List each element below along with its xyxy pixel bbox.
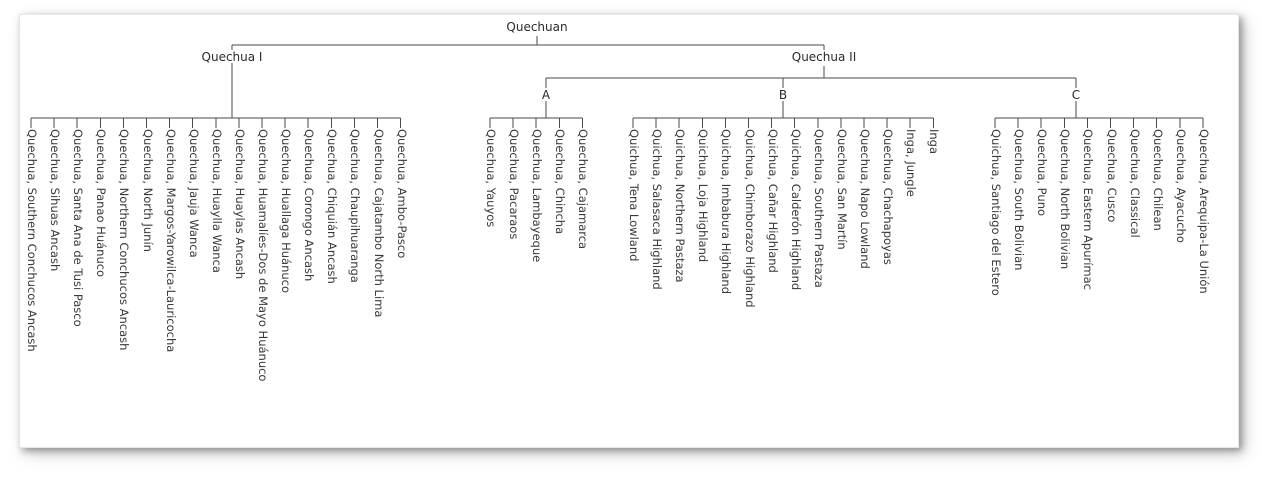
internal-node-label: Quechuan <box>506 20 568 34</box>
leaf-label: Quechua, Huaylas Ancash <box>232 129 247 280</box>
leaf-label: Quechua, Margos-Yarowilca-Lauricocha <box>163 129 178 353</box>
leaf-label: Quechua, Cajatambo North Lima <box>371 129 386 318</box>
leaf-label: Quechua, Panao Huánuco <box>94 129 109 278</box>
figure-panel <box>19 14 1239 448</box>
leaf-label: Quichua, Loja Highland <box>696 129 711 263</box>
leaf-label: Quechua, Huallaga Huánuco <box>278 129 293 294</box>
leaf-label: Quechua, Santa Ana de Tusi Pasco <box>70 129 85 327</box>
leaf-label: Quichua, Salasaca Highland <box>649 129 664 290</box>
leaf-label: Quichua, Chimborazo Highland <box>742 129 757 308</box>
leaf-label: Quichua, Santiago del Estero <box>988 129 1003 296</box>
leaf-label: Quechua, Ambo-Pasco <box>394 129 409 259</box>
leaf-label: Quechua, Chachapoyas <box>880 129 895 265</box>
leaf-label: Quechua, Puno <box>1034 129 1049 217</box>
leaf-label: Quechua, Chiquián Ancash <box>325 129 340 284</box>
leaf-label: Quechua, Eastern Apurímac <box>1081 129 1096 290</box>
leaf-label: Quechua, Cusco <box>1104 129 1119 223</box>
leaf-label: Quechua, Corongo Ancash <box>301 129 316 282</box>
leaf-label: Quechua, Arequipa-La Unión <box>1196 129 1211 294</box>
leaf-label: Inga, Jungle <box>903 129 918 197</box>
leaf-label: Quechua, Chaupihuaranga <box>348 129 363 283</box>
leaf-label: Quechua, Chincha <box>553 129 568 235</box>
leaf-label: Inga <box>927 129 942 155</box>
internal-node-label: C <box>1071 88 1081 102</box>
leaf-label: Quichua, Imbabura Highland <box>719 129 734 295</box>
leaf-label: Quechua, Cajamarca <box>576 129 591 250</box>
leaf-label: Quechua, Napo Lowland <box>857 129 872 269</box>
internal-node-label: A <box>541 88 551 102</box>
leaf-label: Quechua, Ayacucho <box>1173 129 1188 243</box>
leaf-label: Quechua, Classical <box>1127 129 1142 238</box>
internal-node-label: Quechua II <box>791 50 857 64</box>
internal-node-label: Quechua I <box>201 50 263 64</box>
leaf-label: Quechua, Chilean <box>1150 129 1165 231</box>
leaf-label: Quichua, Northern Pastaza <box>672 129 687 283</box>
leaf-label: Quichua, Calderón Highland <box>788 129 803 291</box>
leaf-label: Quechua, Huaylla Wanca <box>209 129 224 273</box>
leaf-label: Quechua, Pacaraos <box>506 129 521 240</box>
leaf-label: Quechua, Huamalíes-Dos de Mayo Huánuco <box>255 129 270 382</box>
leaf-label: Quechua, North Bolivian <box>1058 129 1073 270</box>
leaf-label: Quechua, Northern Conchucos Ancash <box>117 129 132 351</box>
leaf-label: Quechua, North Junín <box>140 129 155 252</box>
leaf-label: Quechua, San Martín <box>834 129 849 250</box>
internal-node-label: B <box>778 88 788 102</box>
leaf-label: Quichua, Tena Lowland <box>626 129 641 262</box>
leaf-label: Quechua, Southern Pastaza <box>811 129 826 288</box>
leaf-label: Quichua, Cañar Highland <box>765 129 780 273</box>
leaf-label: Quechua, Sihuas Ancash <box>47 129 62 272</box>
leaf-label: Quechua, Southern Conchucos Ancash <box>24 129 39 352</box>
leaf-label: Quechua, Yauyos <box>483 129 498 228</box>
leaf-label: Quechua, Jauja Wanca <box>186 129 201 258</box>
leaf-label: Quechua, Lambayeque <box>529 129 544 263</box>
leaf-label: Quechua, South Bolivian <box>1011 129 1026 271</box>
